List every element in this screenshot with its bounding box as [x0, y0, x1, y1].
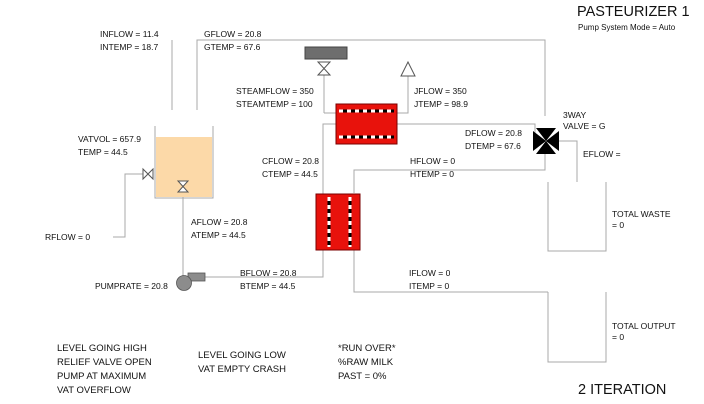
itemp-readout: ITEMP = 0 [409, 281, 450, 291]
gflow-pipe [196, 39, 546, 116]
three-way-valve-icon [533, 128, 559, 154]
btemp-readout: BTEMP = 44.5 [240, 281, 296, 291]
dtemp-readout: DTEMP = 67.6 [465, 141, 521, 151]
iteration-counter: 2 ITERATION [578, 382, 667, 398]
jtemp-readout: JTEMP = 98.9 [414, 99, 468, 109]
cflow-readout: CFLOW = 20.8 [262, 156, 319, 166]
output-tank [547, 292, 607, 363]
bflow-readout: BFLOW = 20.8 [240, 268, 297, 278]
steamflow-readout: STEAMFLOW = 350 [236, 86, 314, 96]
waste-tank [547, 182, 607, 252]
vatvol-readout: VATVOL = 657.9 [78, 134, 141, 144]
iflow-pipe [353, 230, 548, 293]
inflow-readout: INFLOW = 11.4 [100, 29, 159, 39]
gflow-readout: GFLOW = 20.8 [204, 29, 262, 39]
upper-heat-exchanger [335, 103, 398, 145]
alarm-level-going-low: LEVEL GOING LOW [198, 350, 286, 361]
steam-source-icon [304, 46, 348, 60]
pump-icon [176, 272, 206, 291]
eflow-readout: EFLOW = [583, 149, 621, 159]
hflow-readout: HFLOW = 0 [410, 156, 456, 166]
alarm-relief-valve-open: RELIEF VALVE OPEN [57, 357, 152, 368]
steamtemp-readout: STEAMTEMP = 100 [236, 99, 313, 109]
cflow-pipe [322, 123, 336, 195]
total-waste-label: TOTAL WASTE [612, 209, 671, 219]
htemp-readout: HTEMP = 0 [410, 169, 455, 179]
alarm-pump-at-maximum: PUMP AT MAXIMUM [57, 371, 147, 382]
aflow-readout: AFLOW = 20.8 [191, 217, 248, 227]
jflow-pipe [397, 76, 409, 114]
status-raw-milk: %RAW MILK [338, 357, 394, 368]
rflow-pipe [113, 173, 143, 238]
dflow-readout: DFLOW = 20.8 [465, 128, 522, 138]
total-output-value: = 0 [612, 332, 625, 342]
intemp-readout: INTEMP = 18.7 [100, 42, 159, 52]
alarm-level-going-high: LEVEL GOING HIGH [57, 343, 147, 354]
alarm-vat-overflow: VAT OVERFLOW [57, 385, 131, 396]
ctemp-readout: CTEMP = 44.5 [262, 169, 318, 179]
threeway-label: 3WAY [563, 110, 587, 120]
relief-valve-icon [142, 167, 154, 181]
total-waste-value: = 0 [612, 220, 625, 230]
pump-system-mode: Pump System Mode = Auto [578, 23, 676, 32]
jflow-vent-icon [400, 60, 416, 77]
vat-temp-readout: TEMP = 44.5 [78, 147, 128, 157]
threeway-valve-state: VALVE = G [563, 121, 606, 131]
gtemp-readout: GTEMP = 67.6 [204, 42, 261, 52]
steam-valve-icon [316, 61, 332, 76]
lower-heat-exchanger [315, 193, 361, 251]
alarm-vat-empty-crash: VAT EMPTY CRASH [198, 364, 286, 375]
rflow-readout: RFLOW = 0 [45, 232, 91, 242]
iflow-readout: IFLOW = 0 [409, 268, 451, 278]
jflow-readout: JFLOW = 350 [414, 86, 467, 96]
atemp-readout: ATEMP = 44.5 [191, 230, 246, 240]
vat-walls [154, 126, 214, 199]
status-past-percent: PAST = 0% [338, 371, 387, 382]
eflow-pipe [558, 140, 578, 182]
hflow-pipe [353, 148, 546, 193]
pumprate-readout: PUMPRATE = 20.8 [95, 281, 168, 291]
total-output-label: TOTAL OUTPUT [612, 321, 676, 331]
page-title: PASTEURIZER 1 [577, 4, 690, 20]
vat-outlet-valve-icon [176, 180, 190, 193]
status-run-over: *RUN OVER* [338, 343, 396, 354]
